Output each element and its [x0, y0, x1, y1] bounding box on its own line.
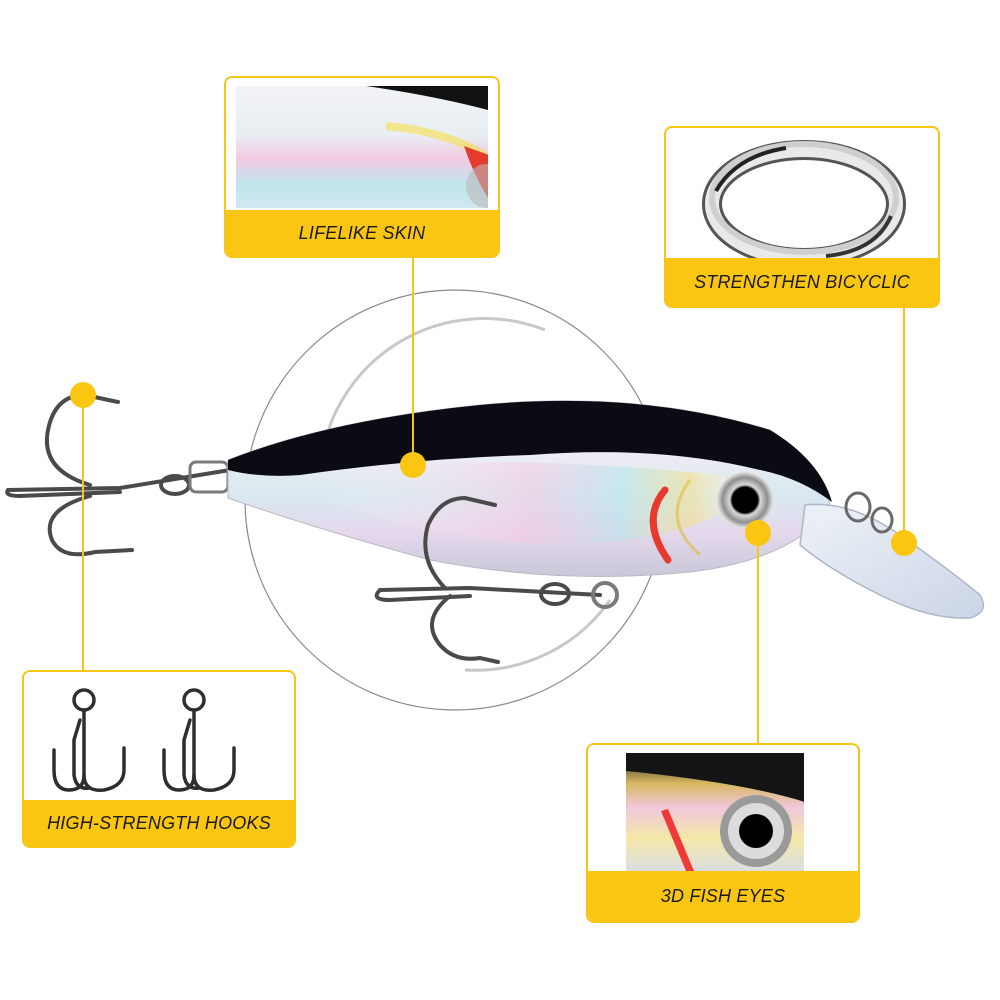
treble-hooks-photo — [34, 680, 284, 802]
high-strength-hooks-label: HIGH-STRENGTH HOOKS — [24, 800, 294, 846]
strengthen-bicyclic-label: STRENGTHEN BICYCLIC — [666, 258, 938, 306]
split-ring-photo — [676, 136, 928, 262]
lure-back — [228, 400, 832, 502]
fish-eye-photo — [626, 753, 804, 875]
leader-line-eyes — [757, 535, 759, 745]
callout-strengthen-bicyclic: STRENGTHEN BICYCLIC — [664, 126, 940, 308]
marker-dot-hooks — [70, 382, 96, 408]
diving-lip — [799, 503, 985, 619]
leader-line-hooks — [82, 395, 84, 670]
lifelike-skin-photo — [236, 86, 488, 208]
lifelike-skin-label: LIFELIKE SKIN — [226, 210, 498, 256]
callout-3d-fish-eyes: 3D FISH EYES — [586, 743, 860, 923]
rear-treble-hook — [5, 392, 232, 557]
marker-dot-skin — [400, 452, 426, 478]
belly-treble-hook — [374, 495, 619, 664]
nose-split-ring — [844, 491, 894, 534]
leader-line-bicyclic — [903, 305, 905, 540]
callout-high-strength-hooks: HIGH-STRENGTH HOOKS — [22, 670, 296, 848]
3d-fish-eyes-label: 3D FISH EYES — [588, 871, 858, 921]
leader-line-skin — [412, 255, 414, 465]
callout-lifelike-skin: LIFELIKE SKIN — [224, 76, 500, 258]
marker-dot-eyes — [745, 520, 771, 546]
marker-dot-bicyclic — [891, 530, 917, 556]
